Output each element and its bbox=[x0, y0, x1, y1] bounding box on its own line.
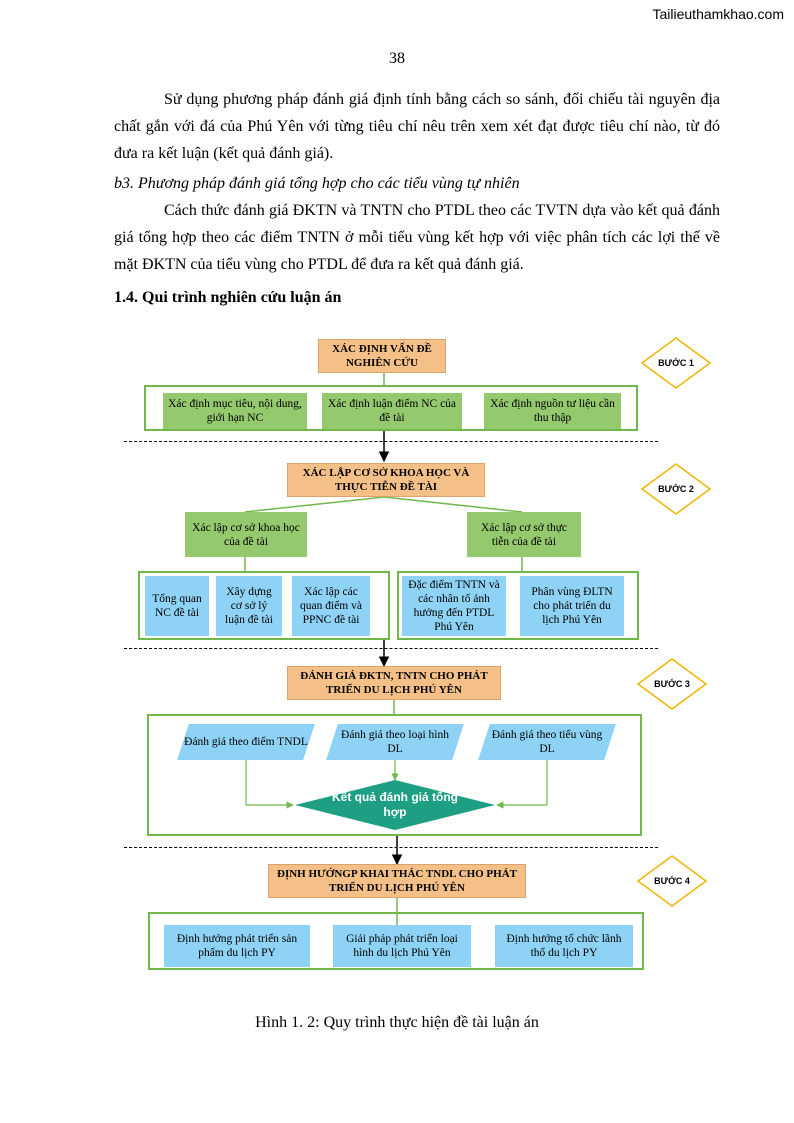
step2-right-item-1: Đặc điểm TNTN và các nhân tố ảnh hưởng đ… bbox=[402, 576, 506, 636]
separator-1 bbox=[124, 441, 658, 442]
step3-frame bbox=[147, 714, 642, 836]
result-diamond bbox=[295, 780, 495, 830]
step2-left-item-2: Xây dựng cơ sở lý luận đề tài bbox=[216, 576, 282, 636]
step1-label: BƯỚC 1 bbox=[658, 358, 694, 368]
step4-frame bbox=[148, 912, 644, 970]
step3-item-1: Đánh giá theo điểm TNDL bbox=[184, 736, 308, 748]
watermark: Tailieuthamkhao.com bbox=[652, 6, 784, 22]
step2-left-frame bbox=[138, 571, 390, 640]
step4-item-2: Giải pháp phát triển loại hình du lịch P… bbox=[333, 925, 471, 967]
figure-caption: Hình 1. 2: Quy trình thực hiện đề tài lu… bbox=[255, 1014, 539, 1031]
step2-diamond: BƯỚC 2 bbox=[640, 462, 712, 516]
step4-item-1: Định hướng phát triển sản phẩm du lịch P… bbox=[164, 925, 310, 967]
step3-item-2: Đánh giá theo loại hình DL bbox=[341, 729, 449, 755]
step1-item-3: Xác định nguồn tư liệu cần thu thập bbox=[484, 393, 621, 429]
step1-title: XÁC ĐỊNH VẤN ĐỀ NGHIÊN CỨU bbox=[318, 339, 446, 373]
step3-title: ĐÁNH GIÁ ĐKTN, TNTN CHO PHÁT TRIỂN DU LỊ… bbox=[287, 666, 501, 700]
page-number: 38 bbox=[389, 50, 405, 67]
subheading-b3: b3. Phương pháp đánh giá tổng hợp cho cá… bbox=[114, 175, 520, 192]
step2-left-item-3: Xác lập các quan điểm và PPNC đề tài bbox=[292, 576, 370, 636]
step2-branch-practice: Xác lập cơ sở thực tiễn của đề tài bbox=[467, 512, 581, 557]
separator-3 bbox=[124, 847, 658, 848]
step2-left-item-1: Tổng quan NC đề tài bbox=[145, 576, 209, 636]
step3-item-3: Đánh giá theo tiểu vùng DL bbox=[491, 729, 603, 755]
step1-diamond: BƯỚC 1 bbox=[640, 336, 712, 390]
step2-label: BƯỚC 2 bbox=[658, 484, 694, 494]
step2-right-frame bbox=[397, 571, 639, 640]
step4-title: ĐỊNH HƯỚNGP KHAI THÁC TNDL CHO PHÁT TRIỂ… bbox=[268, 864, 526, 898]
step1-item-2: Xác định luận điểm NC của đề tài bbox=[322, 393, 462, 429]
step4-label: BƯỚC 4 bbox=[654, 876, 690, 886]
section-heading: 1.4. Qui trình nghiên cứu luận án bbox=[114, 289, 342, 306]
step3-result: Kết quả đánh giá tổng hợp bbox=[332, 790, 458, 819]
step3-label: BƯỚC 3 bbox=[654, 679, 690, 689]
paragraph-1: Sử dụng phương pháp đánh giá định tính b… bbox=[114, 91, 720, 162]
step2-branch-science: Xác lập cơ sở khoa học của đề tài bbox=[185, 512, 307, 557]
step1-frame bbox=[144, 385, 638, 431]
step1-item-1: Xác định mục tiêu, nội dung, giới hạn NC bbox=[163, 393, 307, 429]
paragraph-2: Cách thức đánh giá ĐKTN và TNTN cho PTDL… bbox=[114, 202, 720, 273]
separator-2 bbox=[124, 648, 658, 649]
step2-title: XÁC LẬP CƠ SỞ KHOA HỌC VÀ THỰC TIỄN ĐỀ T… bbox=[287, 463, 485, 497]
step4-diamond: BƯỚC 4 bbox=[636, 854, 708, 908]
step4-item-3: Định hướng tổ chức lãnh thổ du lịch PY bbox=[495, 925, 633, 967]
step2-right-item-2: Phân vùng ĐLTN cho phát triển du lịch Ph… bbox=[520, 576, 624, 636]
step3-diamond: BƯỚC 3 bbox=[636, 657, 708, 711]
